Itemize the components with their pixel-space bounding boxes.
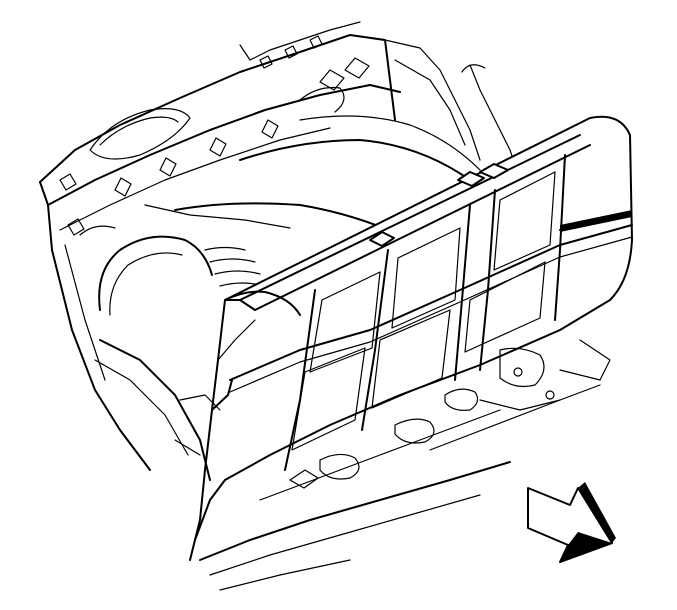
- vent-pod: [79, 86, 345, 236]
- floor-hardware: [199, 339, 611, 591]
- seat-cushion-assembly: [189, 115, 633, 561]
- arrow-forward-icon: [527, 482, 616, 563]
- seat-latch: [369, 163, 509, 247]
- seat-recess: [98, 204, 291, 316]
- rear-body-panel: [39, 21, 521, 471]
- panel-slot-row: [59, 35, 370, 236]
- left-seat-rail: [94, 339, 221, 481]
